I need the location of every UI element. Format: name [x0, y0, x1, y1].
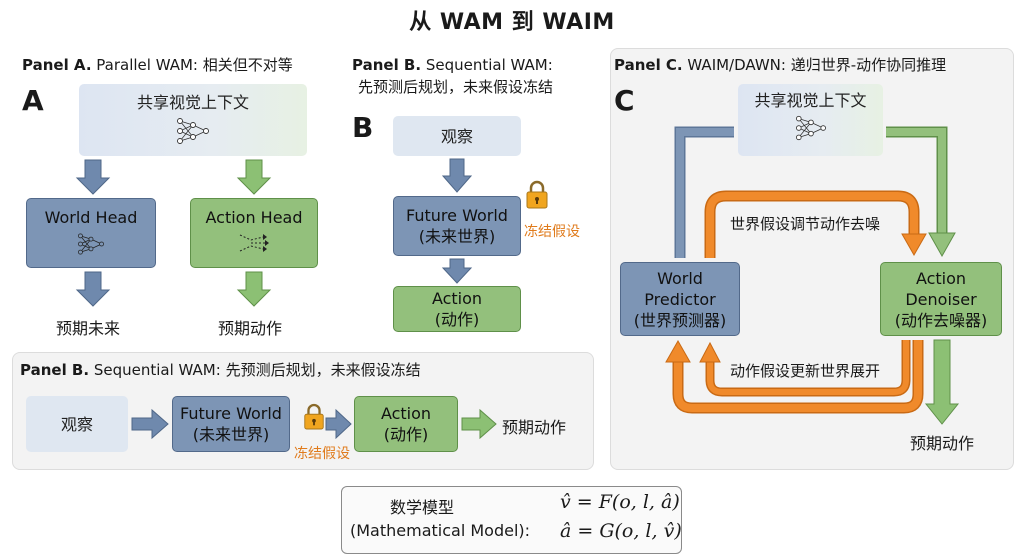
- action-denoiser-sublabel: (动作去噪器): [894, 310, 988, 330]
- world-predictor-label: World: [657, 268, 703, 288]
- neural-network-icon: [78, 233, 104, 255]
- panel-b-bottom-future-world: Future World (未来世界): [172, 396, 290, 452]
- world-predictor-box: World Predictor (世界预测器): [620, 262, 740, 336]
- math-label-chinese: 数学模型: [390, 498, 455, 517]
- panel-b-heading: Panel B. Sequential WAM:: [352, 55, 553, 75]
- panel-a-heading: Panel A. Parallel WAM: 相关但不对等: [22, 55, 293, 75]
- future-world-label: Future World: [180, 404, 282, 423]
- panel-b-freeze-label: 冻结假设: [524, 224, 580, 240]
- panel-c-context-label: 共享视觉上下文: [754, 91, 867, 110]
- math-model-box: [341, 486, 682, 554]
- action-label: Action: [380, 404, 432, 423]
- panel-b-title-line1: Sequential WAM:: [425, 56, 553, 74]
- panel-a-arrows: [75, 159, 272, 307]
- observe-label: 观察: [440, 126, 473, 146]
- arrow-down-blue: [441, 158, 473, 193]
- math-label-english: (Mathematical Model):: [350, 521, 531, 540]
- world-predictor-sublabel: (世界预测器): [633, 310, 727, 330]
- panel-a-shared-context: 共享视觉上下文: [79, 84, 307, 156]
- panel-a-expected-action: 预期动作: [218, 319, 283, 338]
- panel-b-bottom-freeze-label: 冻结假设: [294, 446, 350, 462]
- panel-b-action: Action (动作): [393, 286, 521, 332]
- panel-b-arrows: [441, 158, 473, 284]
- panel-b-bottom-prefix: Panel B.: [20, 361, 90, 379]
- panel-b-letter: B: [352, 111, 374, 144]
- panel-b-title-line2: 先预测后规划，未来假设冻结: [358, 78, 554, 96]
- panel-c-orange-arrowheads: [665, 233, 927, 363]
- arrow-down-blue: [75, 271, 111, 307]
- panel-a-action-head: Action Head: [190, 198, 318, 268]
- arrow-right-blue: [325, 408, 352, 440]
- neural-network-icon: [177, 118, 209, 144]
- equation-world: v̂ = F(o, l, â): [560, 491, 680, 513]
- panel-b-bottom-heading: Panel B. Sequential WAM: 先预测后规划，未来假设冻结: [20, 360, 421, 380]
- panel-c-shared-context: 共享视觉上下文: [738, 84, 883, 156]
- world-head-label: World Head: [44, 208, 138, 227]
- arrow-down-blue: [75, 159, 111, 195]
- panel-b-bottom-title: Sequential WAM: 先预测后规划，未来假设冻结: [93, 361, 421, 379]
- equation-action: â = G(o, l, v̂): [560, 520, 682, 542]
- panel-a-world-head: World Head: [26, 198, 156, 268]
- arrow-down-blue: [441, 258, 473, 284]
- arrow-right-blue: [131, 408, 169, 440]
- panel-c-title: WAIM/DAWN: 递归世界-动作协同推理: [687, 56, 947, 74]
- panel-a-letter: A: [22, 84, 44, 117]
- arrow-down-green: [236, 159, 272, 195]
- panel-c-orange-loops: [672, 190, 924, 414]
- arrow-down-green: [924, 339, 960, 425]
- page-title: 从 WAM 到 WAIM: [409, 10, 615, 35]
- action-denoiser-label: Action: [915, 268, 967, 288]
- branching-arrows-icon: [239, 234, 269, 252]
- panel-c-letter: C: [614, 84, 635, 117]
- panel-c-expected-action: 预期动作: [910, 434, 975, 453]
- top-loop-label: 世界假设调节动作去噪: [730, 215, 881, 233]
- action-denoiser-box: Action Denoiser (动作去噪器): [880, 262, 1002, 336]
- lock-icon: [526, 180, 548, 209]
- action-sublabel: (动作): [434, 310, 480, 329]
- panel-c-heading: Panel C. WAIM/DAWN: 递归世界-动作协同推理: [614, 55, 946, 75]
- lock-icon: [304, 403, 324, 430]
- bottom-loop-label: 动作假设更新世界展开: [730, 362, 881, 380]
- panel-b-prefix: Panel B.: [352, 56, 422, 74]
- action-label: Action: [431, 289, 483, 308]
- panel-a-expected-future: 预期未来: [56, 319, 121, 338]
- observe-label: 观察: [60, 414, 93, 434]
- panel-b-bottom-expected-action: 预期动作: [502, 418, 567, 437]
- arrow-right-green: [461, 408, 497, 440]
- panel-b-bottom-observe: 观察: [26, 396, 128, 452]
- future-world-label: Future World: [406, 206, 508, 225]
- arrow-down-green: [236, 271, 272, 307]
- action-denoiser-label-2: Denoiser: [905, 289, 977, 309]
- panel-b-bottom-arrows: [131, 408, 497, 440]
- world-predictor-label-2: Predictor: [644, 289, 716, 309]
- future-world-sublabel: (未来世界): [418, 227, 496, 246]
- panel-c-context-arrows: [674, 126, 956, 258]
- panel-b-bottom-action: Action (动作): [354, 396, 458, 452]
- neural-network-icon: [795, 115, 826, 141]
- future-world-sublabel: (未来世界): [192, 425, 270, 444]
- action-sublabel: (动作): [383, 425, 429, 444]
- panel-b-future-world: Future World (未来世界): [393, 196, 521, 256]
- panel-b-observe: 观察: [393, 116, 521, 156]
- panel-a-context-label: 共享视觉上下文: [136, 93, 249, 112]
- panel-a-prefix: Panel A.: [22, 56, 92, 74]
- panel-a-title: Parallel WAM: 相关但不对等: [96, 56, 293, 74]
- action-head-label: Action Head: [205, 208, 303, 227]
- panel-c-prefix: Panel C.: [614, 56, 683, 74]
